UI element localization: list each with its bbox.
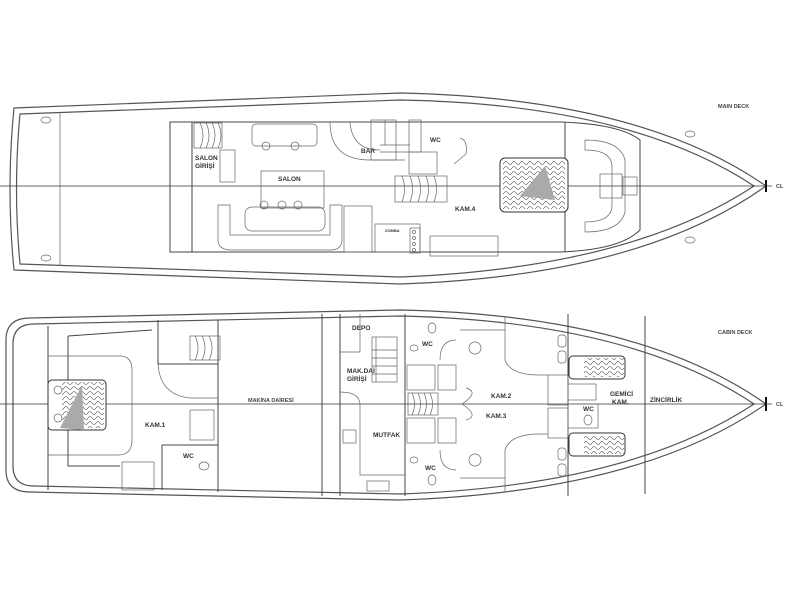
main-deck-hull-outer [9,92,768,285]
room-engine-room: MAKİNA DAİRESİ [248,397,294,404]
room-wc-lower: WC [425,465,436,472]
main-deck-cl-label: CL [776,184,784,190]
cabin-deck-hull-outer [5,309,768,501]
room-galley: MUTFAK [373,432,400,439]
cabin-deck-cl-label: CL [776,402,784,408]
room-wc-crew: WC [583,406,594,413]
room-crew-cabin-2: KAM. [612,399,629,406]
cabin-deck-title: CABIN DECK [718,330,753,336]
room-wc-1: WC [183,453,194,460]
room-engine-entrance-2: GİRİŞİ [347,375,367,383]
cabin-deck: CABIN DECK CL MAKİNA DAİRESİ KAM.1 WC DE… [0,309,784,501]
room-wc-upper: WC [422,341,433,348]
room-cabin-1: KAM.1 [145,422,166,429]
room-salon-entrance-2: GİRİŞİ [195,162,215,170]
room-salon-entrance: SALON [195,155,218,162]
room-engine-entrance: MAK.DAİ [347,367,375,375]
main-deck: MAIN DECK CL SALON GİRİŞİ SALON BAR WC K… [0,92,784,285]
room-chain-locker: ZİNCİRLİK [650,396,682,404]
room-bar: BAR [361,148,375,155]
room-cabin-2: KAM.2 [491,393,512,400]
main-deck-hull-inner [15,99,756,278]
room-salon: SALON [278,176,301,183]
room-cabin-3: KAM.3 [486,413,507,420]
room-cabin-4: KAM.4 [455,206,476,213]
room-pantry: ZOMBA [385,228,400,233]
main-deck-title: MAIN DECK [718,104,749,110]
room-depo: DEPO [352,325,370,332]
room-crew-cabin: GEMİCİ [610,390,633,398]
room-wc: WC [430,137,441,144]
cabin-deck-hull-inner [12,315,756,495]
